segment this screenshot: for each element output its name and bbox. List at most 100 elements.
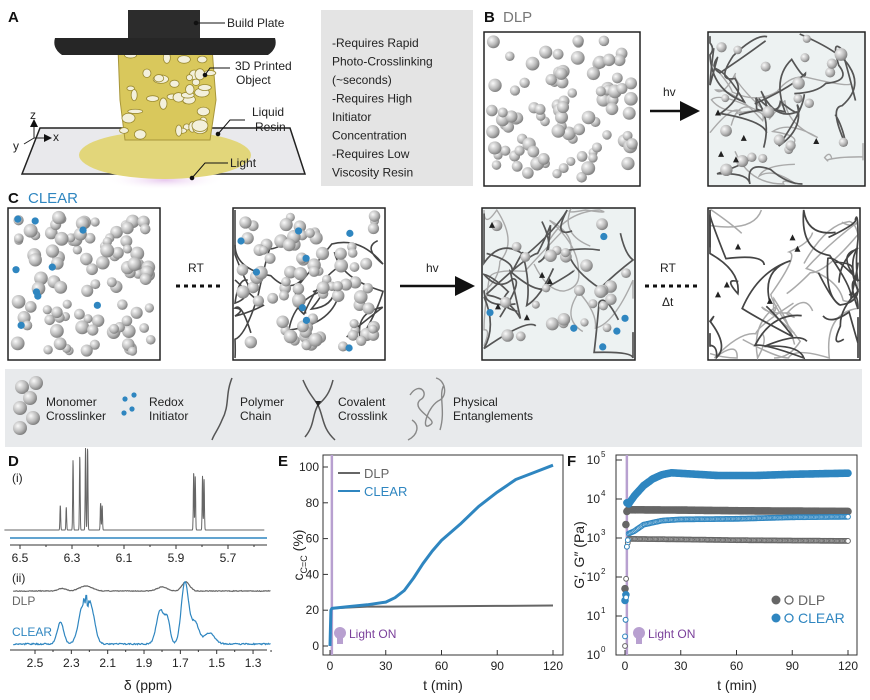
chart-f-legend-filled-marker bbox=[771, 613, 781, 623]
polymer-chain bbox=[714, 72, 765, 123]
monomer-sphere bbox=[130, 246, 145, 261]
monomer-sphere bbox=[140, 223, 151, 235]
redox-initiator-dot bbox=[600, 232, 608, 241]
polymer-chain bbox=[758, 94, 806, 147]
monomer-sphere bbox=[279, 218, 293, 232]
monomer-sphere bbox=[602, 323, 612, 333]
legend-monomer-icon bbox=[15, 380, 29, 394]
chart-f-y-tick-label: 10 bbox=[587, 570, 601, 584]
monomer-sphere bbox=[520, 252, 531, 262]
rt-label-2: RT bbox=[660, 261, 676, 275]
monomer-sphere bbox=[793, 93, 803, 104]
chart-f-point bbox=[845, 513, 851, 520]
object-pore bbox=[133, 129, 147, 140]
legend-initiator-icon bbox=[121, 410, 127, 416]
panel-c: C CLEAR RT hv RT Δt bbox=[7, 190, 861, 361]
redox-initiator-dot bbox=[345, 344, 353, 352]
monomer-sphere bbox=[54, 280, 68, 294]
monomer-sphere bbox=[62, 299, 72, 309]
monomer-sphere bbox=[84, 232, 96, 244]
monomer-sphere bbox=[594, 285, 608, 299]
chart-f-y-tick-exponent: 1 bbox=[601, 606, 606, 615]
monomer-sphere bbox=[122, 244, 132, 254]
monomer-sphere bbox=[541, 283, 551, 293]
monomer-sphere bbox=[87, 324, 99, 336]
polymer-chain bbox=[718, 35, 768, 134]
monomer-sphere bbox=[308, 332, 323, 347]
object-pore bbox=[130, 89, 138, 102]
legend-physical-l2: Entanglements bbox=[453, 409, 533, 423]
monomer-sphere bbox=[580, 318, 589, 327]
rt-label-1: RT bbox=[188, 261, 204, 275]
nmr-top-tick-label: 6.1 bbox=[116, 551, 133, 565]
monomer-sphere bbox=[130, 306, 143, 319]
chart-f-point bbox=[623, 575, 629, 582]
panel-c-title: CLEAR bbox=[28, 190, 78, 207]
legend-covalent-l1: Covalent bbox=[338, 395, 386, 409]
chart-e-y-tick-label: 60 bbox=[306, 532, 320, 546]
object-pore bbox=[153, 74, 165, 83]
monomer-sphere bbox=[736, 154, 749, 168]
legend-crosslink-node-icon bbox=[315, 401, 321, 407]
legend-initiator-icon bbox=[131, 392, 137, 398]
chart-f-y-tick-label: 10 bbox=[587, 648, 601, 662]
monomer-sphere bbox=[332, 280, 343, 292]
monomer-sphere bbox=[558, 163, 569, 174]
monomer-sphere bbox=[834, 47, 848, 61]
covalent-crosslink bbox=[794, 245, 801, 252]
light-bulb-icon bbox=[334, 627, 346, 644]
monomer-sphere bbox=[315, 246, 330, 261]
monomer-sphere bbox=[760, 61, 771, 72]
polymer-chain bbox=[741, 259, 794, 338]
dlp-requirements-box: -Requires Rapid Photo-Crosslinking (~sec… bbox=[321, 10, 473, 186]
monomer-sphere bbox=[531, 300, 540, 309]
axes-triad bbox=[23, 119, 52, 145]
legend-monomer-icon bbox=[29, 376, 43, 390]
panel-b-title: DLP bbox=[503, 9, 532, 26]
monomer-sphere bbox=[347, 248, 358, 258]
chart-e-y-tick-label: 20 bbox=[306, 603, 320, 617]
polymer-chain bbox=[487, 268, 575, 320]
monomer-sphere bbox=[95, 255, 110, 270]
monomer-sphere bbox=[127, 346, 138, 356]
monomer-sphere bbox=[621, 268, 631, 279]
monomer-sphere bbox=[316, 281, 330, 295]
arrow-b-label: hv bbox=[663, 85, 676, 99]
monomer-sphere bbox=[90, 279, 101, 290]
monomer-sphere bbox=[488, 141, 502, 155]
redox-initiator-dot bbox=[237, 237, 245, 245]
monomer-sphere bbox=[515, 331, 526, 342]
monomer-sphere bbox=[486, 125, 500, 139]
monomer-sphere bbox=[802, 34, 811, 43]
monomer-sphere bbox=[111, 246, 124, 259]
monomer-sphere bbox=[43, 345, 53, 355]
monomer-sphere bbox=[622, 106, 636, 120]
monomer-sphere bbox=[139, 273, 152, 286]
monomer-sphere bbox=[349, 276, 362, 289]
monomer-sphere bbox=[307, 313, 319, 324]
monomer-sphere bbox=[291, 293, 306, 308]
chart-e-x-tick-label: 30 bbox=[379, 659, 393, 673]
monomer-sphere bbox=[497, 107, 508, 118]
monomer-sphere bbox=[368, 210, 381, 222]
object-pore bbox=[186, 74, 193, 81]
monomer-sphere bbox=[602, 130, 612, 140]
chart-f-series-clear-g- bbox=[622, 513, 851, 640]
requirement-line: Photo-Crosslinking bbox=[332, 55, 433, 69]
redox-initiator-dot bbox=[252, 268, 261, 276]
monomer-sphere bbox=[486, 35, 500, 49]
monomer-sphere bbox=[720, 124, 732, 137]
polymer-chain bbox=[709, 96, 757, 134]
monomer-sphere bbox=[505, 51, 515, 62]
monomer-sphere bbox=[117, 299, 128, 310]
monomer-sphere bbox=[86, 263, 98, 276]
chart-f-series-dlp-g- bbox=[621, 506, 852, 593]
clear-stage-1-scene bbox=[10, 210, 156, 357]
nmr-bottom-tick-label: 1.5 bbox=[208, 656, 225, 670]
legend-monomer-icon bbox=[23, 391, 37, 405]
object-pore bbox=[119, 127, 129, 134]
chart-e-y-tick-label: 80 bbox=[306, 496, 320, 510]
polymer-chain bbox=[742, 307, 859, 360]
monomer-sphere bbox=[598, 35, 610, 47]
monomer-sphere bbox=[109, 323, 120, 334]
